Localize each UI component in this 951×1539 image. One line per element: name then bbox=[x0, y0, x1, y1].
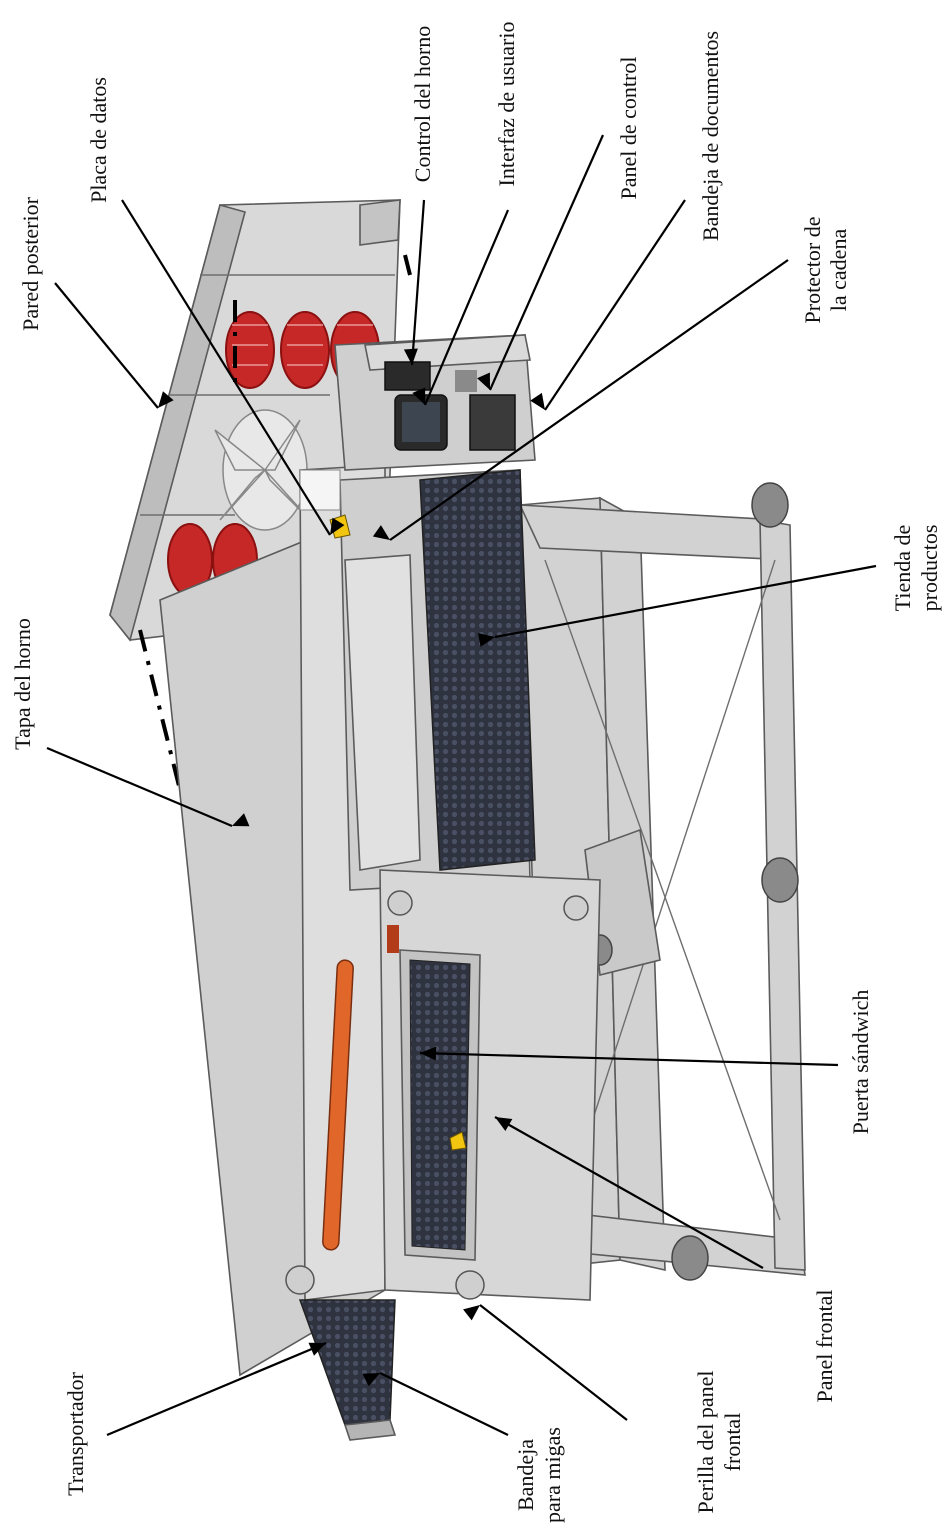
label-tienda-productos-1: Tienda de bbox=[890, 525, 915, 612]
label-control-horno: Control del horno bbox=[410, 26, 435, 182]
conveyor-end bbox=[298, 1299, 397, 1441]
label-tapa-horno: Tapa del horno bbox=[10, 618, 35, 750]
front-panel-knobs bbox=[285, 890, 589, 1300]
oven-tunnel bbox=[339, 469, 536, 891]
label-perilla-panel-1: Perilla del panel bbox=[693, 1371, 718, 1514]
label-panel-control: Panel de control bbox=[616, 57, 641, 200]
label-tienda-productos-2: productos bbox=[917, 525, 942, 612]
label-placa-datos: Placa de datos bbox=[86, 77, 111, 203]
front-panel-body bbox=[322, 869, 601, 1301]
label-puerta-sandwich: Puerta sándwich bbox=[848, 990, 873, 1135]
label-interfaz-usuario: Interfaz de usuario bbox=[494, 22, 519, 187]
oven-illustration bbox=[109, 199, 806, 1441]
label-protector-cadena-2: la cadena bbox=[826, 229, 851, 312]
control-box bbox=[334, 334, 536, 471]
label-perilla-panel-2: frontal bbox=[720, 1413, 745, 1472]
fan-blades bbox=[214, 409, 311, 531]
label-bandeja-migas-2: para migas bbox=[540, 1427, 565, 1523]
label-pared-posterior: Pared posterior bbox=[18, 196, 43, 330]
callout-labels: Control del horno Interfaz de usuario Pa… bbox=[10, 22, 942, 1523]
label-bandeja-migas-1: Bandeja bbox=[513, 1439, 538, 1511]
label-bandeja-documentos: Bandeja de documentos bbox=[698, 31, 723, 241]
leader-lines bbox=[46, 134, 877, 1437]
leader-arrowheads bbox=[157, 348, 545, 1387]
label-panel-frontal: Panel frontal bbox=[812, 1289, 837, 1402]
data-plate-sticker bbox=[299, 469, 341, 511]
label-protector-cadena-1: Protector de bbox=[800, 217, 825, 324]
label-transportador: Transportador bbox=[63, 1371, 88, 1496]
